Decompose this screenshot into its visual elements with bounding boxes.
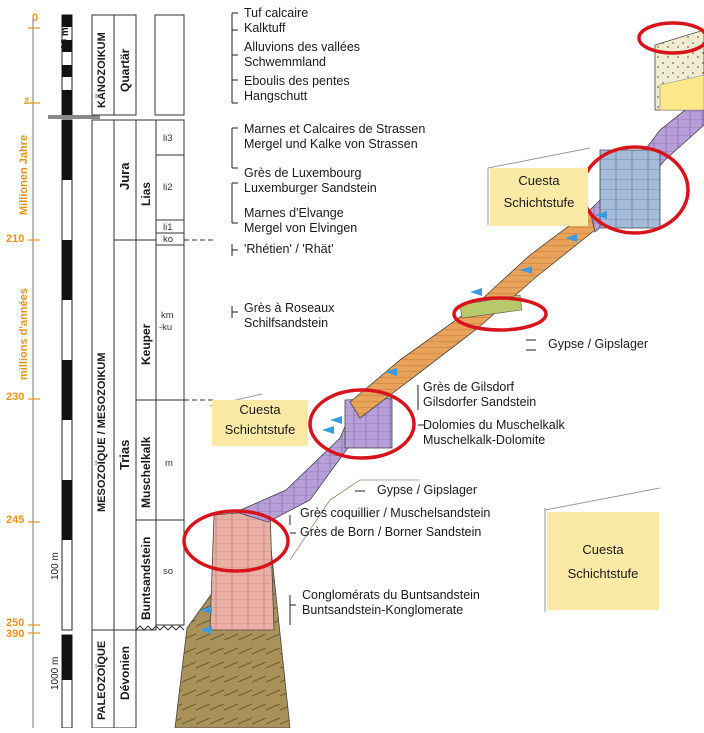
- spring-markers: [200, 211, 607, 634]
- label-tuf-fr: Tuf calcaire: [244, 6, 309, 20]
- cuesta-box-buntsandstein: Cuesta Schichtstufe: [547, 512, 659, 610]
- age-230: 230: [6, 391, 25, 403]
- label-born: Grès de Born / Borner Sandstein: [300, 525, 482, 539]
- label-coquillier: Grès coquillier / Muschelsandstein: [300, 506, 491, 520]
- epoch-lias: Lias: [139, 181, 153, 206]
- label-conglo-fr: Conglomérats du Buntsandstein: [302, 588, 480, 602]
- scale-100m: 100 m: [50, 552, 61, 580]
- era-mesozoikum: MESOZOÏQUE / MESOZOIKUM: [96, 352, 108, 512]
- axis-label-fr: millions d'années: [18, 288, 30, 380]
- column-frames: [91, 14, 185, 729]
- subunit-li2: li2: [163, 182, 173, 193]
- axis-label-de: Millionen Jahre: [18, 134, 30, 215]
- highlight-ellipse-muschelkalk: [308, 388, 416, 460]
- label-dolomies-de: Muschelkalk-Dolomite: [423, 433, 546, 447]
- epoch-buntsandstein: Buntsandstein: [139, 536, 153, 620]
- era-kanozoikum: KÄNOZOIKUM: [96, 32, 108, 108]
- period-jura: Jura: [117, 162, 132, 190]
- epoch-keuper: Keuper: [139, 323, 153, 365]
- subunit-dividers: [156, 154, 184, 521]
- label-ebou-de: Hangschutt: [244, 89, 308, 103]
- label-elv-de: Mergel von Elvingen: [244, 221, 358, 235]
- thickness-scale-bar: [48, 14, 100, 729]
- cuesta-sublabel: Schichtstufe: [567, 566, 639, 581]
- period-devonien: Dévonien: [118, 645, 132, 700]
- time-axis: [28, 15, 40, 728]
- subunit-ku: -ku: [159, 322, 173, 333]
- subunit-so: so: [163, 566, 174, 577]
- subunit-m: m: [165, 458, 173, 469]
- cuesta-box-lias: Cuesta Schichtstufe: [490, 168, 588, 226]
- label-dolomies-fr: Dolomies du Muschelkalk: [423, 418, 565, 432]
- label-gypse-1: Gypse / Gipslager: [548, 337, 649, 351]
- dashed-boundaries: [184, 239, 215, 401]
- label-gypse-2: Gypse / Gipslager: [377, 483, 478, 497]
- era-paleozoikum: PALEOZOÏQUE: [96, 640, 108, 720]
- highlight-ellipse-schilf: [452, 296, 548, 332]
- subunit-li1: li1: [163, 222, 173, 233]
- unconformity-line: [135, 625, 185, 631]
- label-strassen-fr: Marnes et Calcaires de Strassen: [244, 122, 426, 136]
- label-pointers: [231, 12, 536, 625]
- label-conglo-de: Buntsandstein-Konglomerate: [302, 603, 464, 617]
- cuesta-label: Cuesta: [518, 173, 560, 188]
- cuesta-sublabel: Schichtstufe: [503, 195, 575, 210]
- label-lux-de: Luxemburger Sandstein: [244, 181, 377, 195]
- scale-1000m: 1000 m: [50, 656, 61, 690]
- period-quartar: Quartär: [118, 48, 132, 92]
- age-0: 0: [32, 12, 39, 24]
- label-lux-fr: Grès de Luxembourg: [244, 166, 362, 180]
- age-245: 245: [6, 514, 25, 526]
- age-250: 250: [6, 617, 25, 629]
- label-alluv-fr: Alluvions des vallées: [244, 40, 361, 54]
- age-2: 2: [24, 96, 30, 106]
- label-elv-fr: Marnes d'Elvange: [244, 206, 344, 220]
- subunit-ko: ko: [163, 234, 174, 245]
- cuesta-label: Cuesta: [239, 402, 281, 417]
- highlight-ellipse-buntsandstein: [182, 509, 290, 573]
- cuesta-box-muschelkalk: Cuesta Schichtstufe: [212, 400, 308, 446]
- subunit-li3: li3: [163, 133, 173, 144]
- label-rhat: 'Rhétien' / 'Rhät': [244, 242, 334, 256]
- age-ticks: [28, 27, 40, 634]
- label-gilsdorf-de: Gilsdorfer Sandstein: [423, 395, 537, 409]
- subunit-km: km: [161, 310, 174, 321]
- cuesta-sublabel: Schichtstufe: [224, 422, 296, 437]
- period-trias: Trias: [117, 439, 132, 470]
- highlight-ellipse-top: [637, 21, 704, 55]
- epoch-muschelkalk: Muschelkalk: [139, 436, 153, 508]
- age-210: 210: [6, 233, 25, 245]
- label-roseaux-de: Schilfsandstein: [244, 316, 329, 330]
- label-strassen-de: Mergel und Kalke von Strassen: [244, 137, 418, 151]
- age-390: 390: [6, 628, 25, 640]
- label-ebou-fr: Eboulis des pentes: [244, 74, 350, 88]
- label-gilsdorf-fr: Grès de Gilsdorf: [423, 380, 515, 394]
- label-roseaux-fr: Grès à Roseaux: [244, 301, 335, 315]
- scale-10m: 10 m: [60, 27, 71, 50]
- cuesta-label: Cuesta: [582, 542, 624, 557]
- label-alluv-de: Schwemmland: [244, 55, 326, 69]
- cross-section-profile: [174, 29, 704, 729]
- label-tuf-de: Kalktuff: [244, 21, 286, 35]
